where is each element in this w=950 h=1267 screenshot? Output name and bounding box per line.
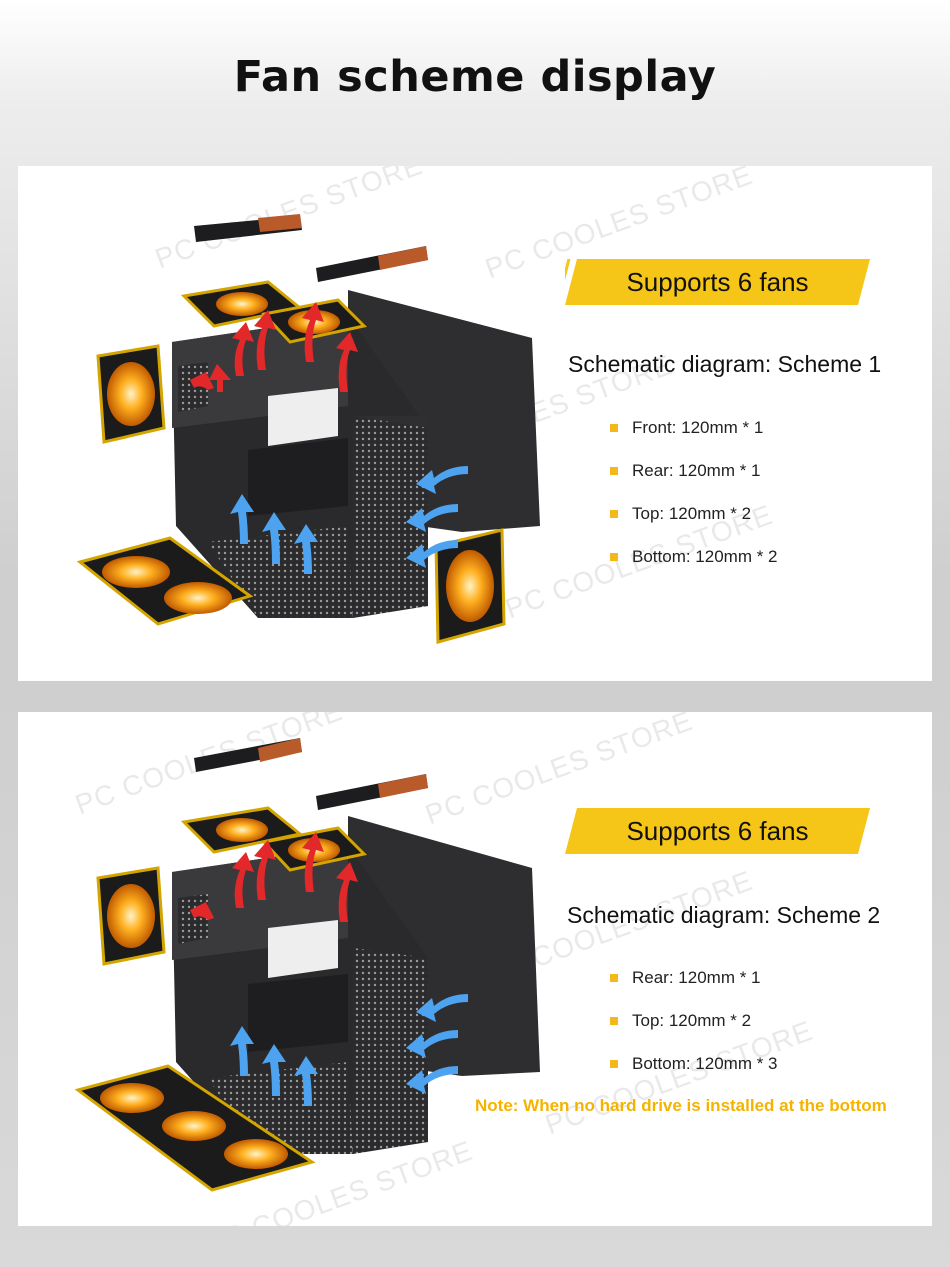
dust-filter bbox=[316, 774, 428, 810]
spec-item: Top: 120mm * 2 bbox=[610, 1011, 778, 1054]
fan-icon bbox=[74, 1064, 316, 1192]
installation-note: Note: When no hard drive is installed at… bbox=[475, 1096, 887, 1115]
fan-icon bbox=[434, 528, 506, 644]
banner-shape bbox=[565, 808, 870, 854]
banner-shape bbox=[565, 259, 870, 305]
spec-text: Rear: 120mm * 1 bbox=[632, 461, 761, 480]
scheme-2-panel: PC COOLES STORE PC COOLES STORE PC COOLE… bbox=[18, 712, 932, 1226]
spec-item: Bottom: 120mm * 2 bbox=[610, 547, 778, 590]
case-illustration bbox=[74, 738, 540, 1192]
bullet-icon bbox=[610, 974, 618, 982]
spec-text: Rear: 120mm * 1 bbox=[632, 968, 761, 987]
bullet-icon bbox=[610, 1060, 618, 1068]
spec-list: Front: 120mm * 1 Rear: 120mm * 1 Top: 12… bbox=[610, 418, 778, 590]
exhaust-arrow-icon bbox=[190, 302, 358, 392]
spec-item: Rear: 120mm * 1 bbox=[610, 968, 778, 1011]
case-illustration bbox=[76, 214, 540, 644]
spec-text: Bottom: 120mm * 2 bbox=[632, 547, 778, 566]
pc-case bbox=[172, 316, 428, 618]
banner-label: Supports 6 fans bbox=[626, 816, 809, 846]
bullet-icon bbox=[610, 467, 618, 475]
spec-text: Front: 120mm * 1 bbox=[632, 418, 764, 437]
fan-icon bbox=[96, 344, 166, 444]
supports-fans-banner: Supports 6 fans bbox=[565, 259, 870, 305]
spec-text: Top: 120mm * 2 bbox=[632, 504, 752, 523]
page-title: Fan scheme display bbox=[233, 52, 717, 102]
scheme-title: Schematic diagram: Scheme 2 bbox=[567, 902, 881, 928]
spec-item: Front: 120mm * 1 bbox=[610, 418, 778, 461]
spec-item: Bottom: 120mm * 3 bbox=[610, 1054, 778, 1097]
supports-fans-banner: Supports 6 fans bbox=[565, 808, 870, 854]
bullet-icon bbox=[610, 553, 618, 561]
scheme-title: Schematic diagram: Scheme 1 bbox=[568, 351, 882, 377]
dust-filter bbox=[194, 738, 302, 772]
spec-text: Top: 120mm * 2 bbox=[632, 1011, 752, 1030]
spec-item: Rear: 120mm * 1 bbox=[610, 461, 778, 504]
dust-filter bbox=[316, 246, 428, 282]
fan-icon bbox=[96, 866, 166, 966]
dust-filter bbox=[194, 214, 302, 242]
exhaust-arrow-icon bbox=[190, 832, 358, 922]
scheme-1-panel: PC COOLES STORE PC COOLES STORE PC COOLE… bbox=[18, 166, 932, 681]
intake-arrow-icon bbox=[230, 994, 468, 1106]
fan-icon bbox=[76, 536, 254, 626]
spec-list: Rear: 120mm * 1 Top: 120mm * 2 Bottom: 1… bbox=[610, 968, 778, 1097]
spec-item: Top: 120mm * 2 bbox=[610, 504, 778, 547]
bullet-icon bbox=[610, 510, 618, 518]
spec-text: Bottom: 120mm * 3 bbox=[632, 1054, 778, 1073]
banner-label: Supports 6 fans bbox=[626, 267, 809, 297]
bullet-icon bbox=[610, 424, 618, 432]
bullet-icon bbox=[610, 1017, 618, 1025]
intake-arrow-icon bbox=[230, 466, 468, 574]
